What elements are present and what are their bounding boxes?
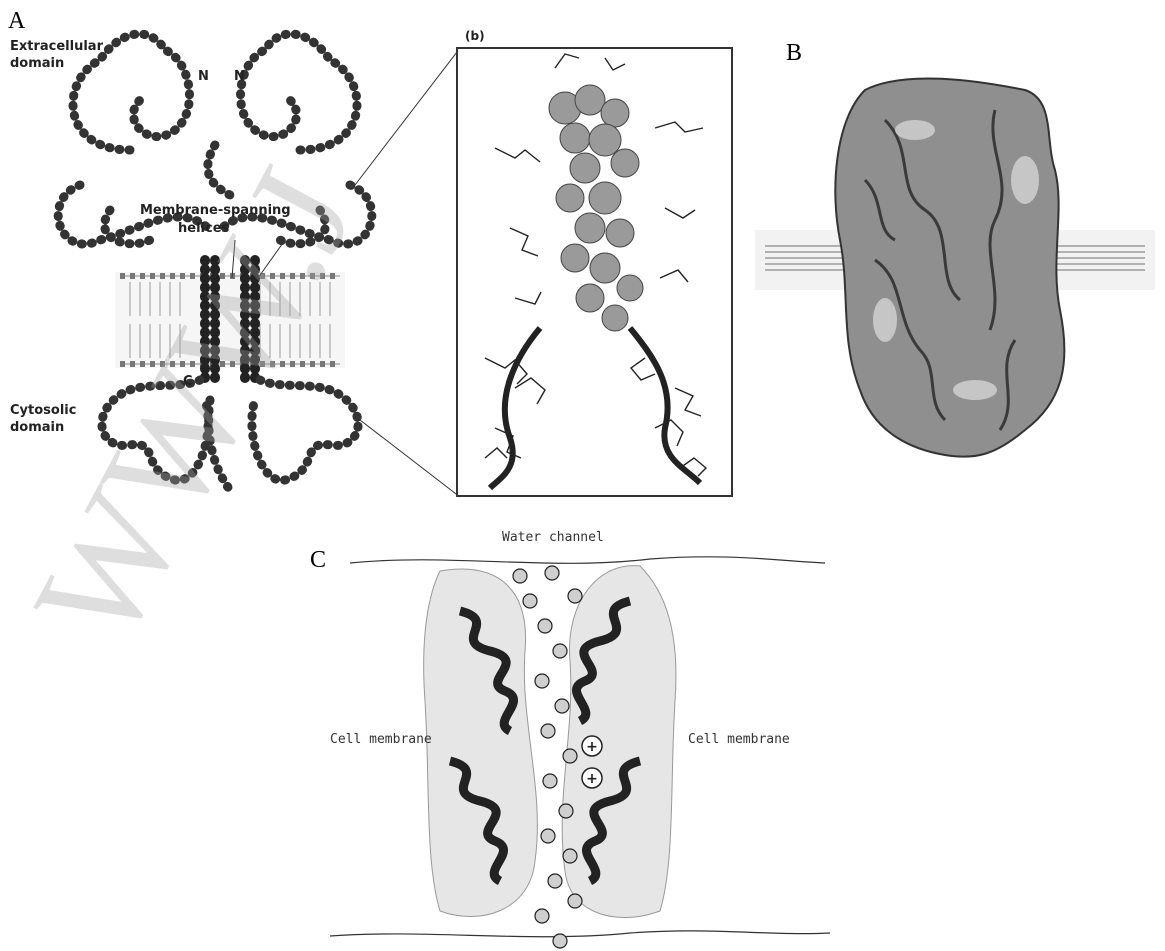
panel-b-surface-model xyxy=(745,60,1165,480)
membrane-top-line xyxy=(350,557,825,563)
cell-membrane-right-label: Cell membrane xyxy=(688,732,790,747)
n-terminus-right: N xyxy=(234,69,245,84)
water-channel-label: Water channel xyxy=(502,531,604,545)
extracellular-label-1: Extracellular xyxy=(10,39,104,54)
panel-c-water-channel: Water channel + + Cell membrane Cell xyxy=(330,531,830,951)
zoom-line-top xyxy=(355,48,460,185)
panel-c-letter: C xyxy=(310,547,326,574)
cytosolic-label-1: Cytosolic xyxy=(10,403,76,418)
membrane-bottom-line xyxy=(330,931,830,937)
cell-membrane-left-label: Cell membrane xyxy=(330,732,432,747)
inset-tag: (b) xyxy=(465,29,485,43)
n-terminus-left: N xyxy=(198,69,209,84)
extracellular-label-2: domain xyxy=(10,56,64,71)
protein-surface xyxy=(835,78,1064,456)
cytosolic-label-2: domain xyxy=(10,420,64,435)
positive-ion-1-sign: + xyxy=(586,739,598,755)
protein-right-region xyxy=(562,566,676,918)
panel-a-inset-model: (b) xyxy=(455,28,735,498)
positive-ion-2-sign: + xyxy=(586,771,598,787)
zoom-line-bottom xyxy=(360,420,460,497)
